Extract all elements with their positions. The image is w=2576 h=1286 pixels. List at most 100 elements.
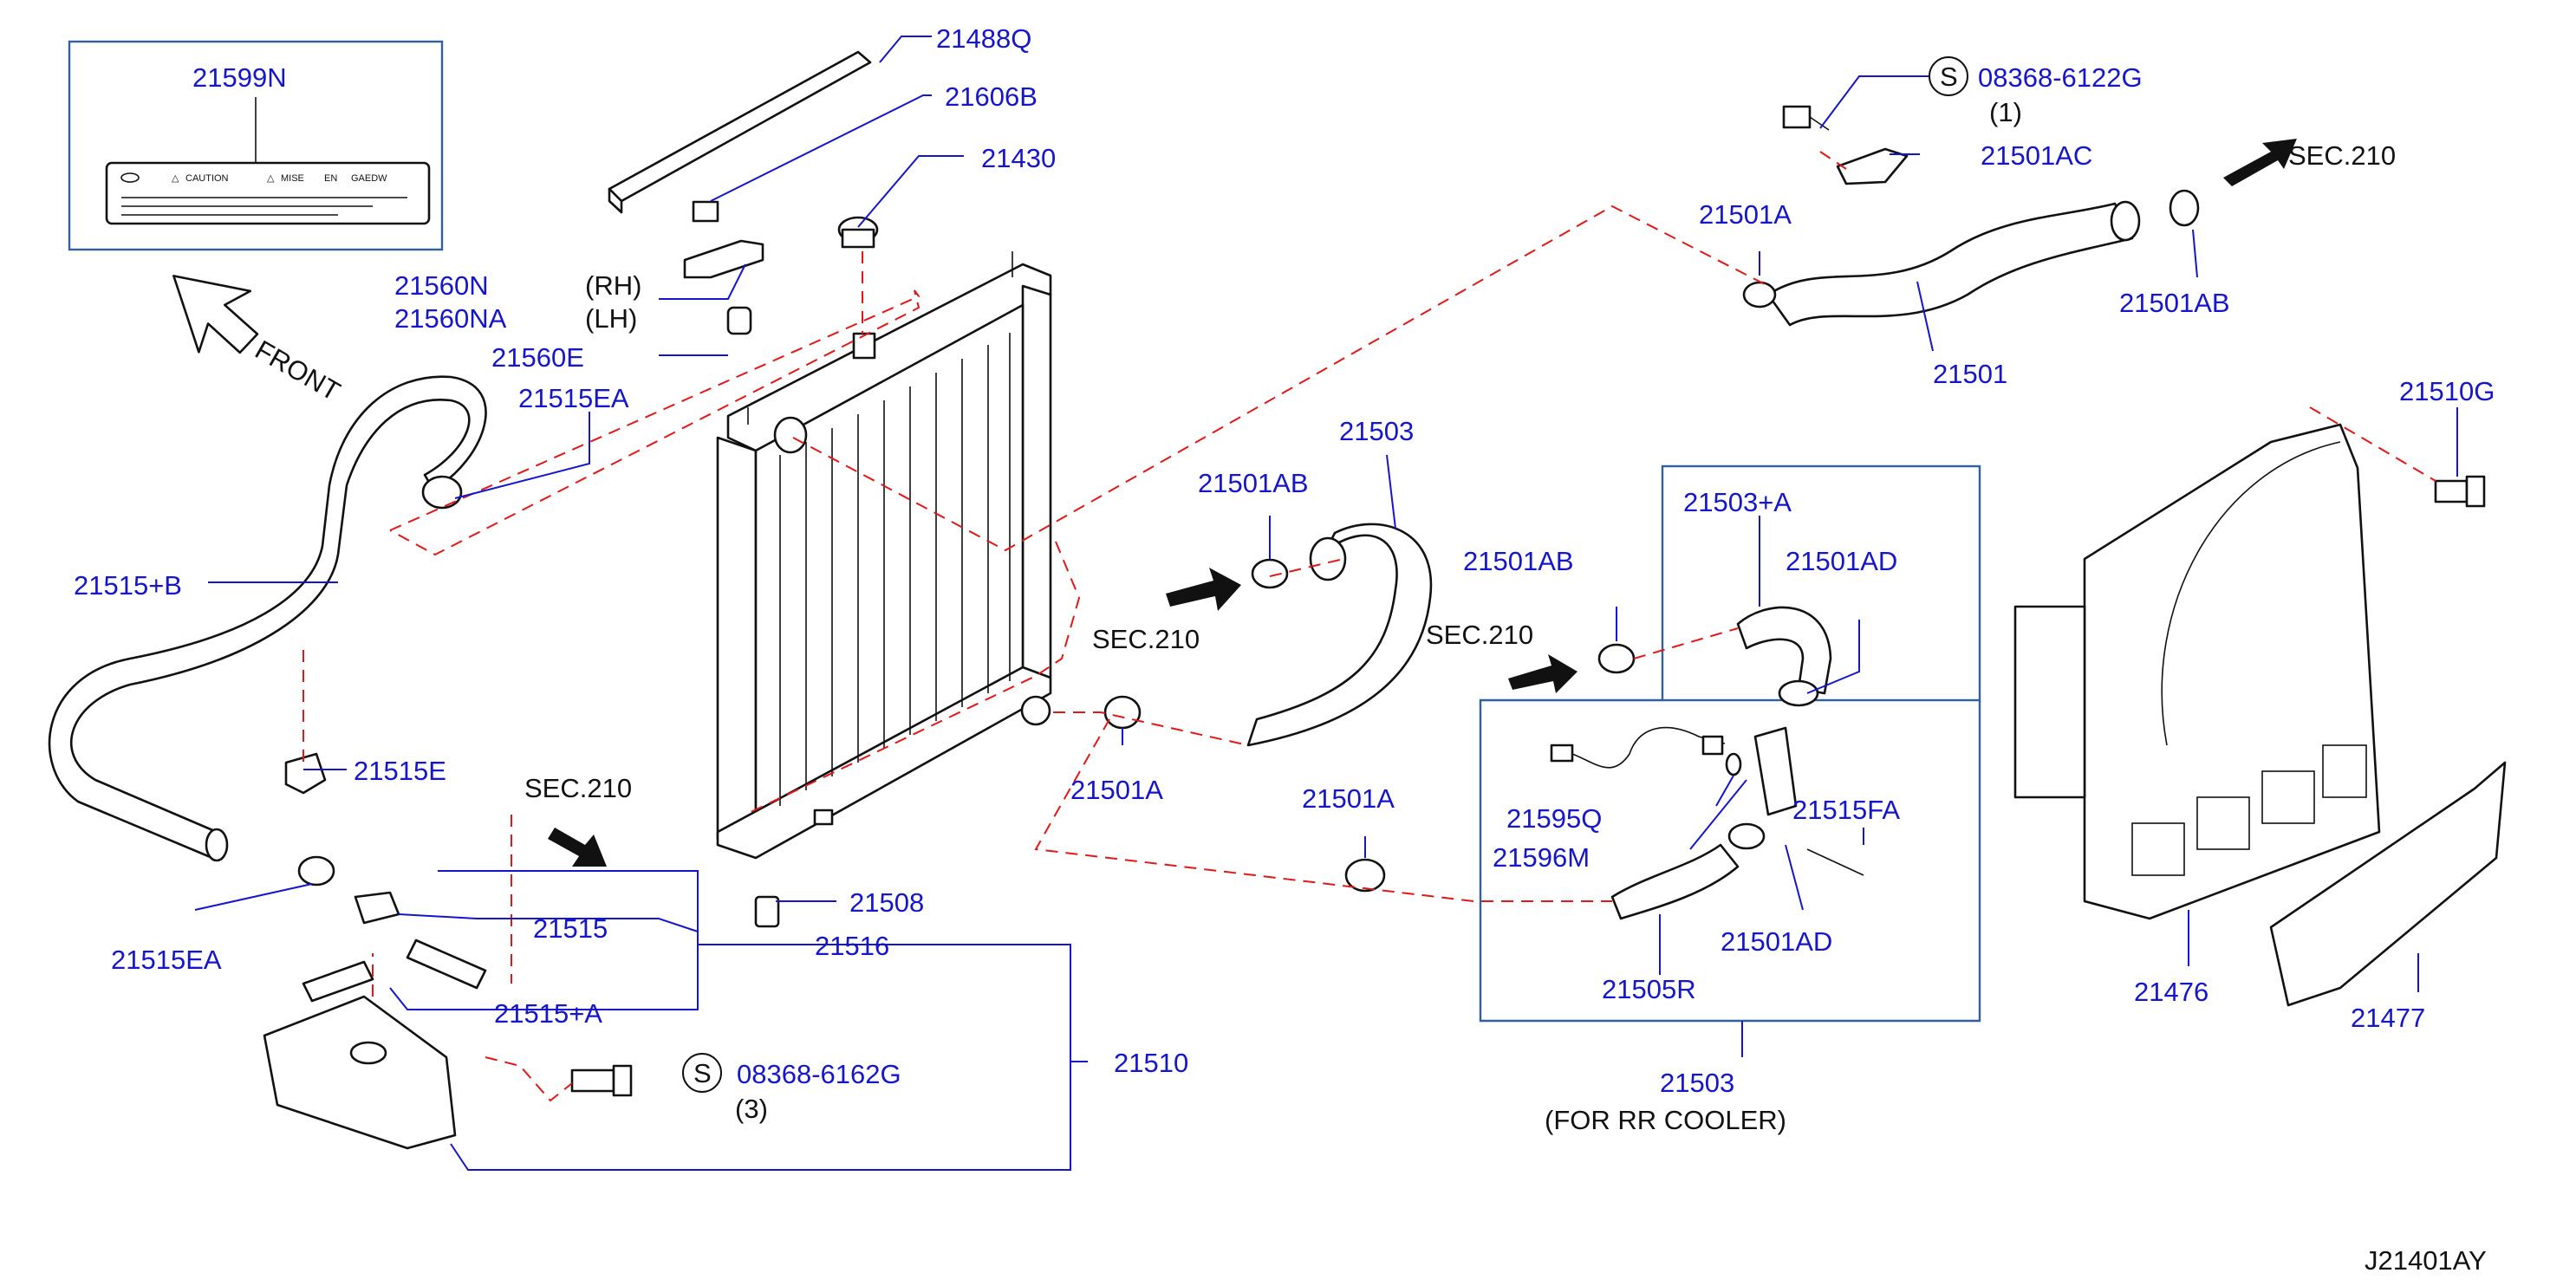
leader-lines [194,36,2458,1171]
caution-text: CAUTION [185,173,229,184]
part-21515EA-bottom[interactable]: 21515EA [111,945,222,975]
part-21503A[interactable]: 21503+A [1683,487,1792,517]
part-21501AB-rr[interactable]: 21501AB [1463,546,1574,576]
caution-label-group: 21599N △ CAUTION △ MISE EN GAEDW [68,40,444,251]
s-mark-bottom-text: S [693,1058,712,1088]
drain-plug-21508 [754,895,780,928]
svg-text:△: △ [172,173,179,184]
hose-clip-21515E [284,752,327,795]
part-08368-6122G-qty: (1) [1989,97,2022,127]
sec210-arrow-top [2223,139,2297,186]
hose-clamp-21501A-mid [1103,695,1142,730]
sec210-left-label[interactable]: SEC.210 [524,773,632,803]
rr-hose-21505R [1610,843,1740,920]
dashed-guides [302,151,2436,1102]
part-21606B[interactable]: 21606B [945,81,1038,112]
part-21560N-side: (RH) [585,270,641,301]
part-21508[interactable]: 21508 [849,887,924,918]
rr-pipe [1753,726,1798,816]
part-21596M[interactable]: 21596M [1493,842,1590,873]
part-21477[interactable]: 21477 [2351,1003,2425,1033]
reservoir-tank-21510 [263,995,457,1150]
part-21501A-mid[interactable]: 21501A [1070,775,1163,805]
part-21515B[interactable]: 21515+B [74,570,182,601]
front-label: FRONT [250,334,346,407]
bracket-21501AC [1836,147,1909,185]
fan-shroud-21476 [2013,423,2381,920]
part-21515EA-top[interactable]: 21515EA [518,383,629,413]
bolt-6162G [570,1064,633,1097]
label-part-number[interactable]: 21599N [192,62,287,93]
rr-cooler-box-lower [1479,698,1981,1023]
part-21501[interactable]: 21501 [1933,359,2007,389]
part-08368-6122G[interactable]: 08368-6122G [1978,62,2143,93]
overflow-hose-21515B [48,375,487,862]
hose-clamp-21501AB-rr [1597,643,1636,674]
mount-nut [692,200,719,223]
sec210-top-label[interactable]: SEC.210 [2288,140,2396,171]
part-21501A-low[interactable]: 21501A [1302,783,1395,814]
hose-clamp-21515EA-top [421,475,463,510]
bolt-21510G [2434,475,2486,508]
part-21516[interactable]: 21516 [815,931,889,961]
part-21560E[interactable]: 21560E [491,342,584,373]
rr-cooler-box-upper [1661,464,1981,702]
rr-cooler-note: (FOR RR COOLER) [1545,1105,1786,1135]
gaedw-text: GAEDW [351,173,387,184]
radiator-core [716,251,1052,860]
mount-bush [726,306,752,335]
hose-clamp-21501A-top [1742,281,1777,309]
sec210-rr-label[interactable]: SEC.210 [1426,620,1533,650]
part-21560N[interactable]: 21560N [394,270,489,301]
part-21501A-top[interactable]: 21501A [1699,199,1792,230]
diagram-id: J21401AY [2365,1245,2487,1276]
part-21488Q[interactable]: 21488Q [936,23,1031,54]
s-mark-top-text: S [1940,62,1958,92]
s-mark-bottom: S [682,1053,722,1093]
part-08368-6162G[interactable]: 08368-6162G [737,1059,901,1089]
part-21476[interactable]: 21476 [2134,977,2208,1007]
upper-hose [1766,200,2141,327]
hose-clamp-21501AD-bottom [1727,822,1766,850]
en-text: EN [324,173,337,184]
part-21430[interactable]: 21430 [981,143,1056,173]
sec210-arrow-rr [1508,654,1577,693]
part-21560NA[interactable]: 21560NA [394,303,507,334]
sec210-arrow-mid [1166,568,1241,611]
part-21501AC[interactable]: 21501AC [1981,140,2092,171]
clip-21515FA [1806,848,1864,876]
caution-label-plate [105,161,431,225]
bolt-6122G [1782,105,1830,131]
part-21503[interactable]: 21503 [1339,416,1414,446]
part-21515[interactable]: 21515 [533,913,608,944]
part-08368-6162G-qty: (3) [735,1094,768,1124]
hose-clamp-21515EA-bottom [297,855,335,887]
part-21510G[interactable]: 21510G [2399,376,2495,406]
mise-text: MISE [281,173,304,184]
part-21505R[interactable]: 21505R [1602,974,1696,1004]
sec210-arrow-left [548,828,607,867]
upper-seal-strip [608,50,872,214]
lower-shroud-21477 [2269,761,2507,1007]
sec210-mid-label[interactable]: SEC.210 [1092,624,1200,654]
part-21501AB-mid[interactable]: 21501AB [1198,468,1309,498]
connector-pipe-21515 [302,891,487,1003]
o-ring-21596M [1725,752,1742,776]
part-21595Q[interactable]: 21595Q [1506,803,1602,834]
part-21501AD-bottom[interactable]: 21501AD [1721,926,1832,957]
rr-hose-21503A [1736,606,1832,695]
part-21510[interactable]: 21510 [1114,1048,1188,1078]
part-21503-rr[interactable]: 21503 [1660,1068,1734,1098]
part-21515A[interactable]: 21515+A [494,998,602,1029]
sensor-harness-21595Q [1550,726,1726,769]
part-21501AD-top[interactable]: 21501AD [1786,546,1897,576]
part-21515E[interactable]: 21515E [354,756,446,786]
lower-hose [1246,523,1433,747]
s-mark-top: S [1929,56,1968,96]
front-arrow: FRONT [172,275,346,407]
part-21515FA[interactable]: 21515FA [1792,795,1900,825]
part-21501AB-top[interactable]: 21501AB [2119,288,2230,318]
svg-text:△: △ [267,173,275,184]
hose-clamp-21501AB-mid [1251,558,1289,589]
